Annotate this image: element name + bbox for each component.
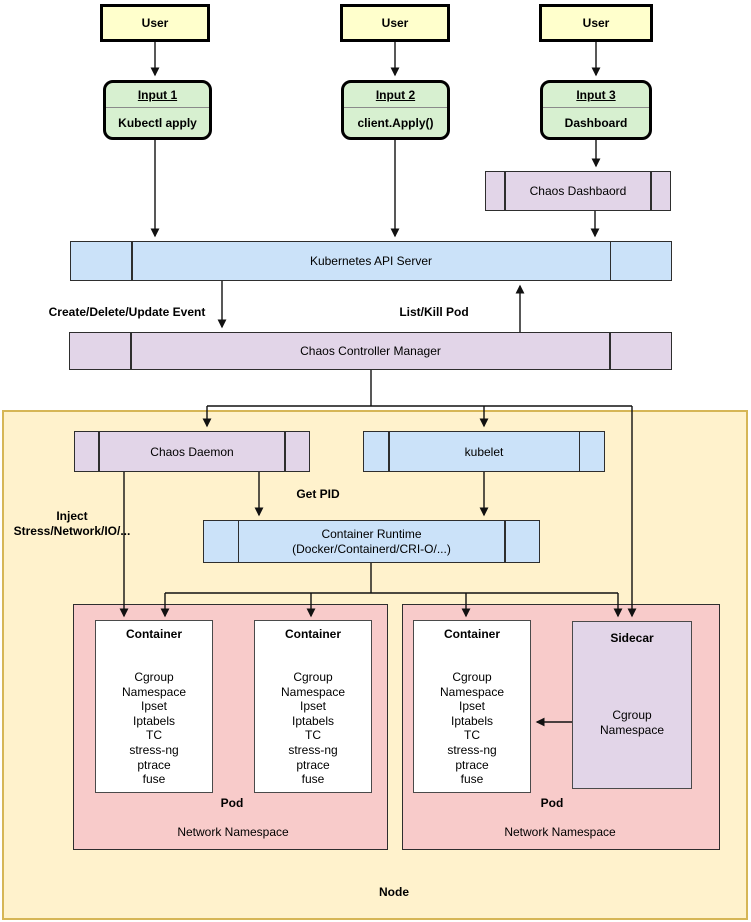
list-item: TC — [146, 728, 162, 743]
list-item: ptrace — [296, 757, 330, 772]
list-item: ptrace — [455, 757, 489, 772]
input-2-title: Input 2 — [375, 88, 416, 102]
input-3-action: Dashboard — [564, 115, 628, 130]
list-item: fuse — [142, 772, 166, 787]
line-controller-branch — [207, 370, 632, 407]
list-item: Iptabels — [291, 713, 335, 728]
list-item: TC — [464, 728, 480, 743]
list-item: Namespace — [121, 684, 187, 699]
list-item: Iptabels — [450, 713, 494, 728]
user-3-label: User — [582, 16, 610, 30]
input-3-title: Input 3 — [576, 88, 616, 102]
chaos-dashboard-box: Chaos Dashbaord — [485, 171, 671, 211]
inject-label-line2: Stress/Network/IO/... — [13, 524, 131, 538]
user-1-label: User — [141, 16, 169, 30]
pod-label-right: Pod — [540, 796, 564, 810]
container-3-title: Container — [443, 627, 500, 641]
container-2-title: Container — [284, 627, 341, 641]
list-item: Ipset — [299, 699, 326, 714]
input-3-divider — [543, 107, 649, 108]
input-1-action: Kubectl apply — [118, 115, 197, 130]
api-server-box: Kubernetes API Server — [70, 241, 672, 281]
controller-manager-box: Chaos Controller Manager — [69, 332, 672, 370]
list-kill-pod-label: List/Kill Pod — [399, 305, 469, 319]
node-label: Node — [379, 885, 409, 899]
list-item: Cgroup — [612, 708, 652, 722]
input-2-box: Input 2 client.Apply() — [341, 80, 450, 140]
sidecar-title: Sidecar — [610, 631, 654, 645]
list-item: fuse — [460, 772, 484, 787]
list-item: Namespace — [599, 723, 665, 737]
list-item: ptrace — [137, 757, 171, 772]
chaos-daemon-box: Chaos Daemon — [74, 431, 310, 472]
user-box-3: User — [539, 4, 653, 42]
chaos-dashboard-label: Chaos Dashbaord — [529, 184, 627, 198]
user-2-label: User — [381, 16, 409, 30]
controller-manager-label: Chaos Controller Manager — [300, 344, 441, 358]
list-item: Namespace — [280, 684, 346, 699]
chaos-daemon-label: Chaos Daemon — [150, 444, 234, 459]
kubelet-label: kubelet — [464, 444, 504, 459]
list-item: TC — [305, 728, 321, 743]
container-runtime-line2: (Docker/Containerd/CRI-O/...) — [292, 541, 451, 556]
kubelet-box: kubelet — [363, 431, 605, 472]
list-item: stress-ng — [447, 742, 497, 757]
inject-label-line1: Inject — [56, 509, 88, 523]
input-3-box: Input 3 Dashboard — [540, 80, 652, 140]
network-namespace-label-left: Network Namespace — [177, 825, 289, 839]
list-item: Ipset — [458, 699, 485, 714]
list-item: Namespace — [439, 684, 505, 699]
input-2-action: client.Apply() — [357, 115, 434, 130]
list-item: Cgroup — [452, 670, 492, 684]
get-pid-label: Get PID — [296, 487, 340, 501]
container-runtime-label: Container Runtime (Docker/Containerd/CRI… — [292, 527, 451, 557]
inject-label: Inject Stress/Network/IO/... — [7, 509, 137, 539]
list-item: stress-ng — [129, 742, 179, 757]
list-item: Cgroup — [134, 670, 174, 684]
input-1-box: Input 1 Kubectl apply — [103, 80, 212, 140]
api-server-label: Kubernetes API Server — [309, 254, 433, 268]
list-item: stress-ng — [288, 742, 338, 757]
list-item: Iptabels — [132, 713, 176, 728]
user-box-1: User — [100, 4, 210, 42]
list-item: Cgroup — [293, 670, 333, 684]
create-delete-update-event-label: Create/Delete/Update Event — [48, 305, 206, 319]
container-1-title: Container — [125, 627, 182, 641]
pod-label-left: Pod — [220, 796, 244, 810]
container-runtime-line1: Container Runtime — [321, 526, 422, 541]
input-1-title: Input 1 — [137, 88, 178, 102]
list-item: Ipset — [140, 699, 167, 714]
user-box-2: User — [340, 4, 450, 42]
input-1-divider — [106, 107, 209, 108]
container-runtime-box: Container Runtime (Docker/Containerd/CRI… — [203, 520, 540, 563]
list-item: fuse — [301, 772, 325, 787]
network-namespace-label-right: Network Namespace — [504, 825, 616, 839]
input-2-divider — [344, 107, 447, 108]
